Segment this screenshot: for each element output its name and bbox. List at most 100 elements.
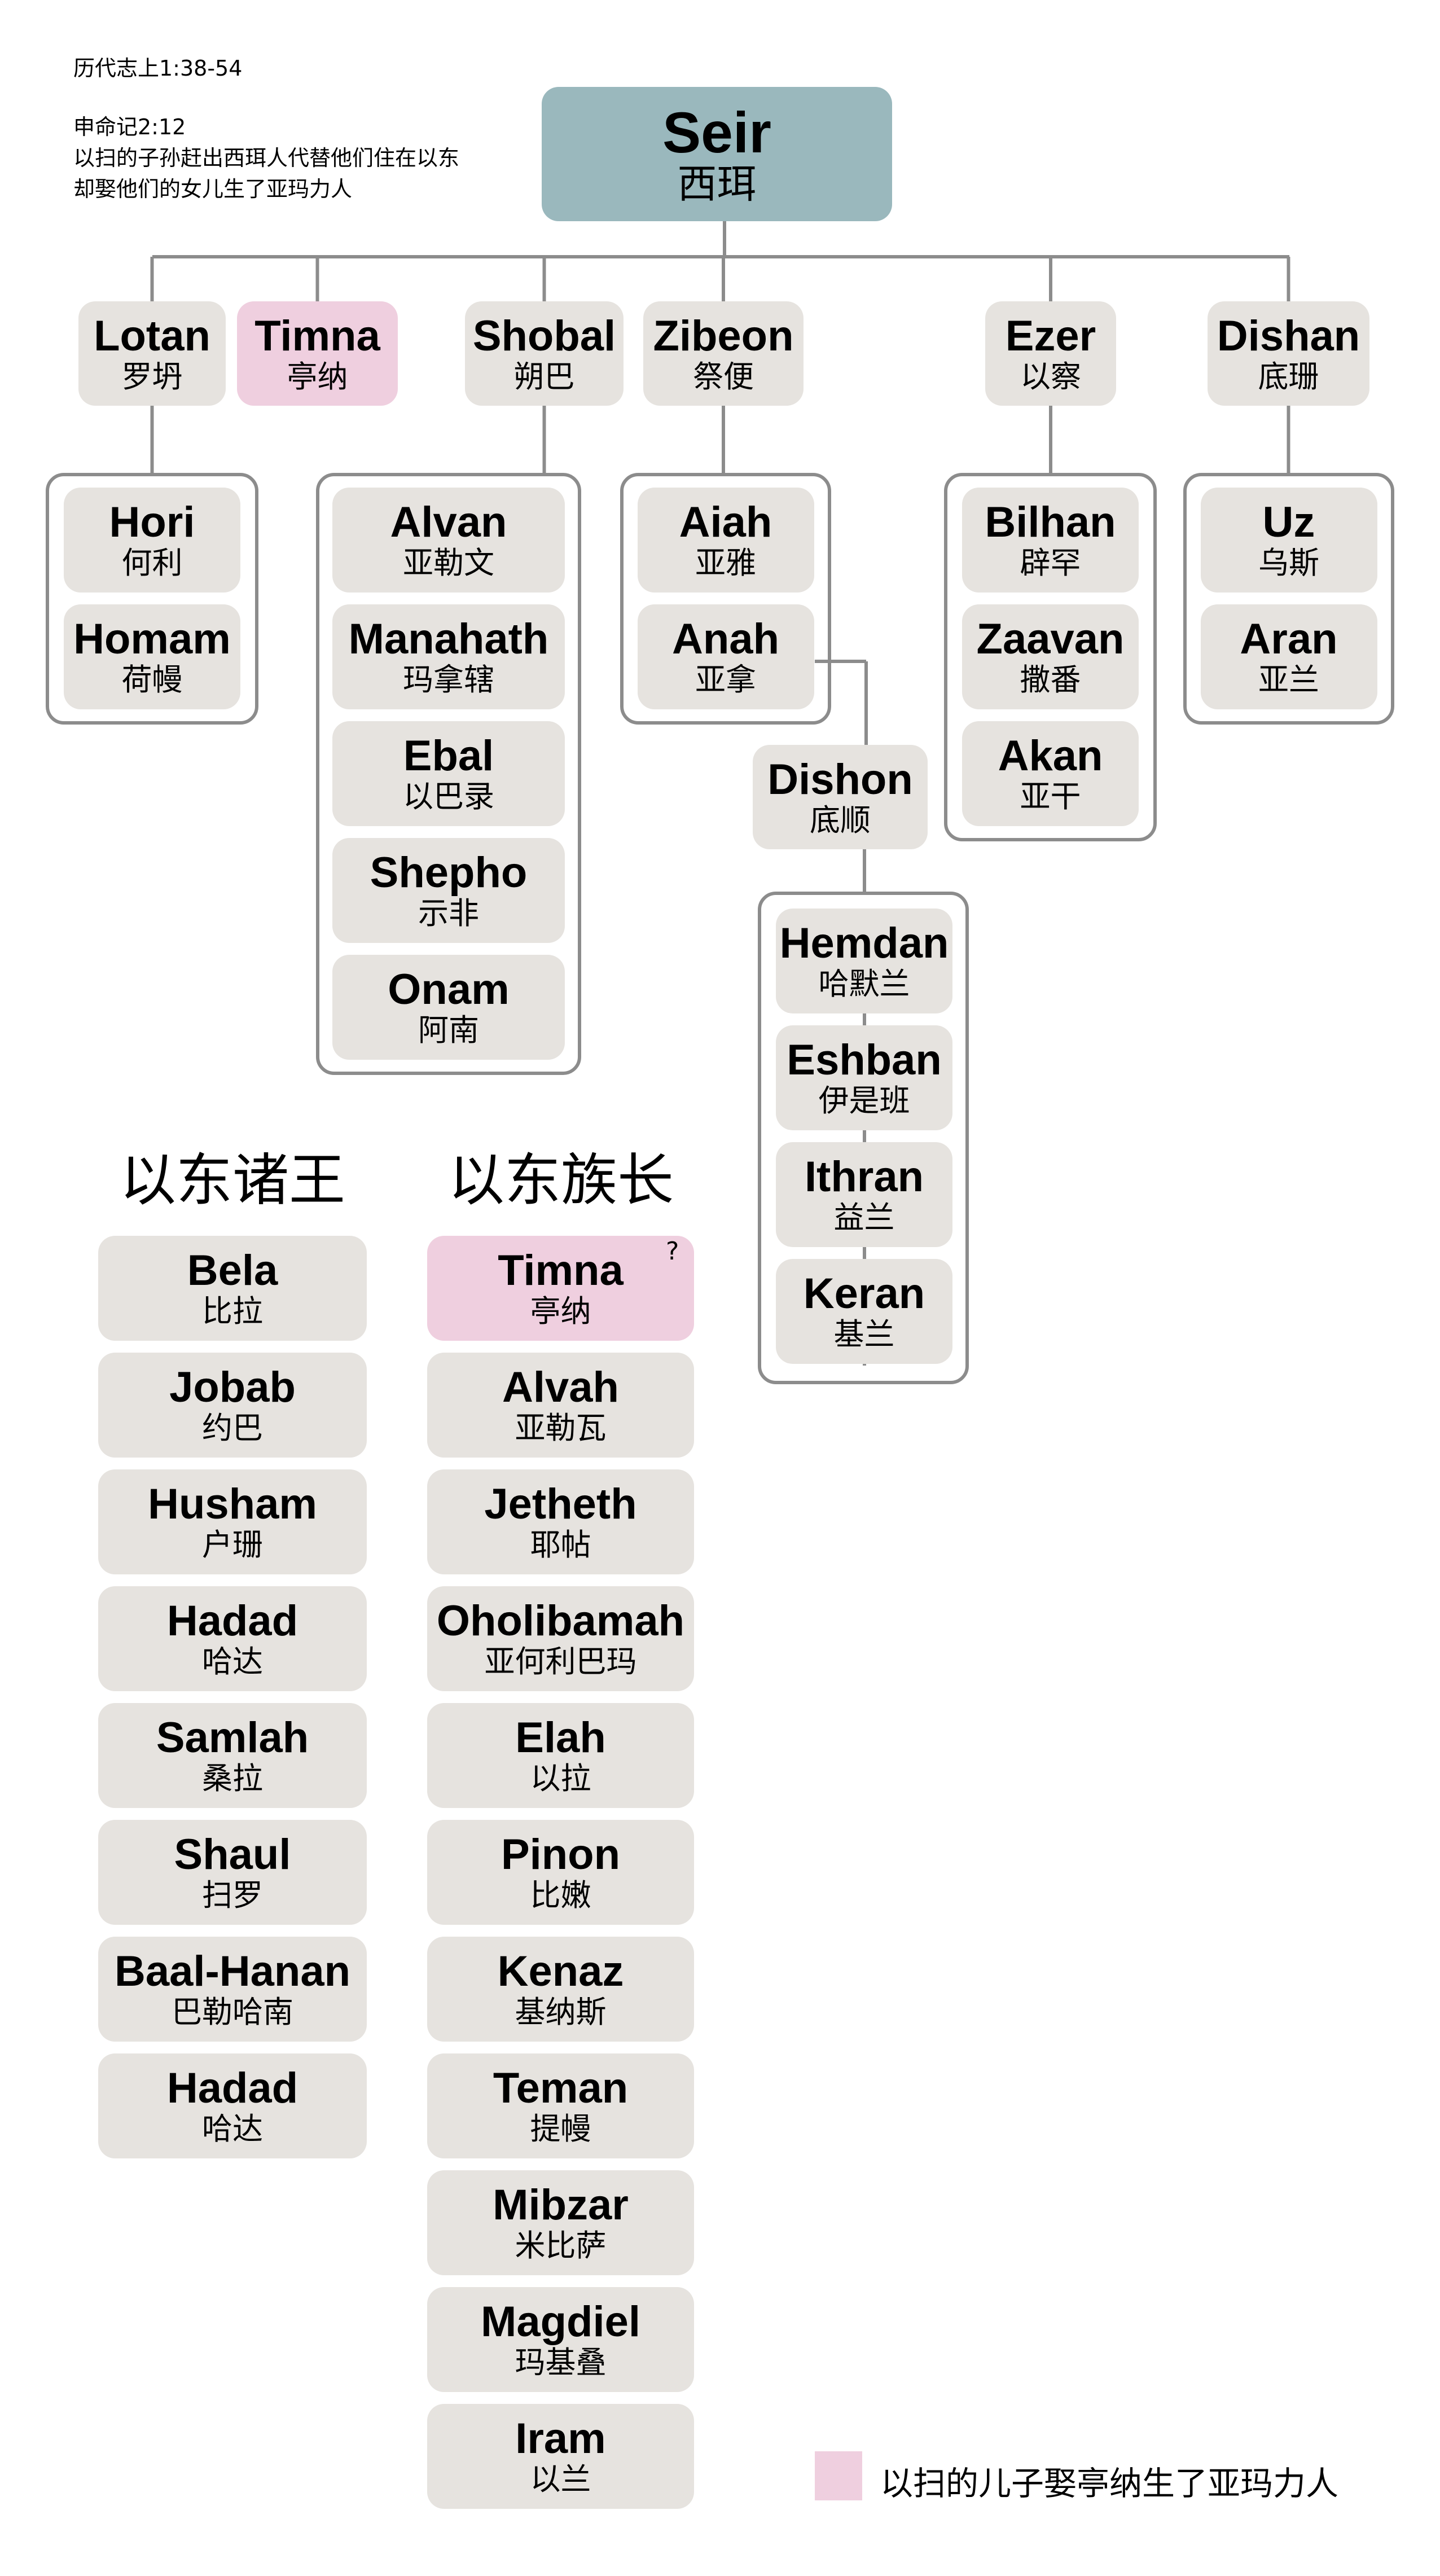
english-name: Zibeon xyxy=(653,311,794,360)
english-name: Uz xyxy=(1262,498,1315,546)
chinese-name: 以兰 xyxy=(530,2461,591,2497)
kings-heading: 以东诸王 xyxy=(120,1147,345,1213)
chinese-name: 比拉 xyxy=(202,1293,263,1329)
english-name: Shobal xyxy=(472,311,616,360)
chinese-name: 阿南 xyxy=(418,1012,479,1048)
english-name: Homam xyxy=(73,615,231,663)
english-name: Seir xyxy=(662,100,771,165)
english-name: Anah xyxy=(672,615,779,663)
english-name: Magdiel xyxy=(481,2298,640,2346)
english-name: Aiah xyxy=(679,498,772,546)
english-name: Zaavan xyxy=(976,615,1125,663)
english-name: Mibzar xyxy=(493,2181,629,2229)
english-name: Ithran xyxy=(804,1153,924,1201)
chinese-name: 朔巴 xyxy=(513,358,575,394)
chinese-name: 益兰 xyxy=(833,1200,895,1235)
chinese-name: 乌斯 xyxy=(1258,545,1319,581)
english-name: Timna xyxy=(498,1247,624,1294)
english-name: Shaul xyxy=(174,1831,291,1879)
children-group xyxy=(316,473,581,1075)
chinese-name: 辟罕 xyxy=(1020,545,1081,581)
chinese-name: 玛拿辖 xyxy=(403,662,494,697)
reference-chronicles: 历代志上1:38-54 xyxy=(73,56,243,81)
english-name: Jobab xyxy=(169,1363,296,1411)
chinese-name: 底珊 xyxy=(1258,358,1319,394)
chinese-name: 以拉 xyxy=(530,1761,591,1796)
chinese-name: 罗坍 xyxy=(121,358,183,394)
reference-deuteronomy: 申命记2:12 xyxy=(73,115,186,139)
english-name: Hadad xyxy=(166,2064,298,2112)
children-group xyxy=(620,473,831,725)
chinese-name: 何利 xyxy=(121,545,183,581)
chiefs-heading: 以东族长 xyxy=(448,1147,674,1213)
chinese-name: 亚勒文 xyxy=(403,545,494,581)
english-name: Aran xyxy=(1240,615,1338,663)
english-name: Elah xyxy=(515,1714,606,1762)
english-name: Manahath xyxy=(348,615,549,663)
chinese-name: 约巴 xyxy=(202,1410,263,1446)
chinese-name: 基兰 xyxy=(833,1316,895,1352)
english-name: Onam xyxy=(388,966,510,1013)
english-name: Shepho xyxy=(370,849,528,897)
english-name: Hemdan xyxy=(779,919,949,967)
english-name: Baal-Hanan xyxy=(114,1947,351,1995)
chinese-name: 以察 xyxy=(1020,358,1081,394)
english-name: Eshban xyxy=(787,1036,942,1084)
chinese-name: 亭纳 xyxy=(287,358,348,394)
chinese-name: 亚拿 xyxy=(695,662,756,697)
english-name: Hadad xyxy=(166,1597,298,1645)
chinese-name: 祭便 xyxy=(693,358,754,394)
english-name: Timna xyxy=(254,311,380,360)
chinese-name: 撒番 xyxy=(1020,662,1081,697)
chinese-name: 桑拉 xyxy=(202,1761,263,1796)
english-name: Husham xyxy=(148,1480,317,1528)
chinese-name: 提幔 xyxy=(530,2111,591,2147)
children-group xyxy=(1183,473,1394,725)
chinese-name: 耶帖 xyxy=(530,1527,591,1563)
chinese-name: 伊是班 xyxy=(818,1083,910,1118)
legend-label: 以扫的儿子娶亭纳生了亚玛力人 xyxy=(880,2464,1339,2503)
english-name: Samlah xyxy=(156,1714,309,1762)
english-name: Bilhan xyxy=(985,498,1116,546)
chinese-name: 亭纳 xyxy=(530,1293,591,1329)
chinese-name: 哈达 xyxy=(202,1644,263,1679)
note-line-1: 以扫的子孙赶出西珥人代替他们住在以东 xyxy=(73,146,460,170)
chinese-name: 荷幔 xyxy=(121,662,183,697)
note-line-2: 却娶他们的女儿生了亚玛力人 xyxy=(73,177,353,201)
chinese-name: 西珥 xyxy=(677,161,757,207)
english-name: Jetheth xyxy=(484,1480,637,1528)
chinese-name: 亚雅 xyxy=(695,545,756,581)
legend-swatch xyxy=(815,2451,862,2500)
english-name: Alvah xyxy=(502,1363,619,1411)
